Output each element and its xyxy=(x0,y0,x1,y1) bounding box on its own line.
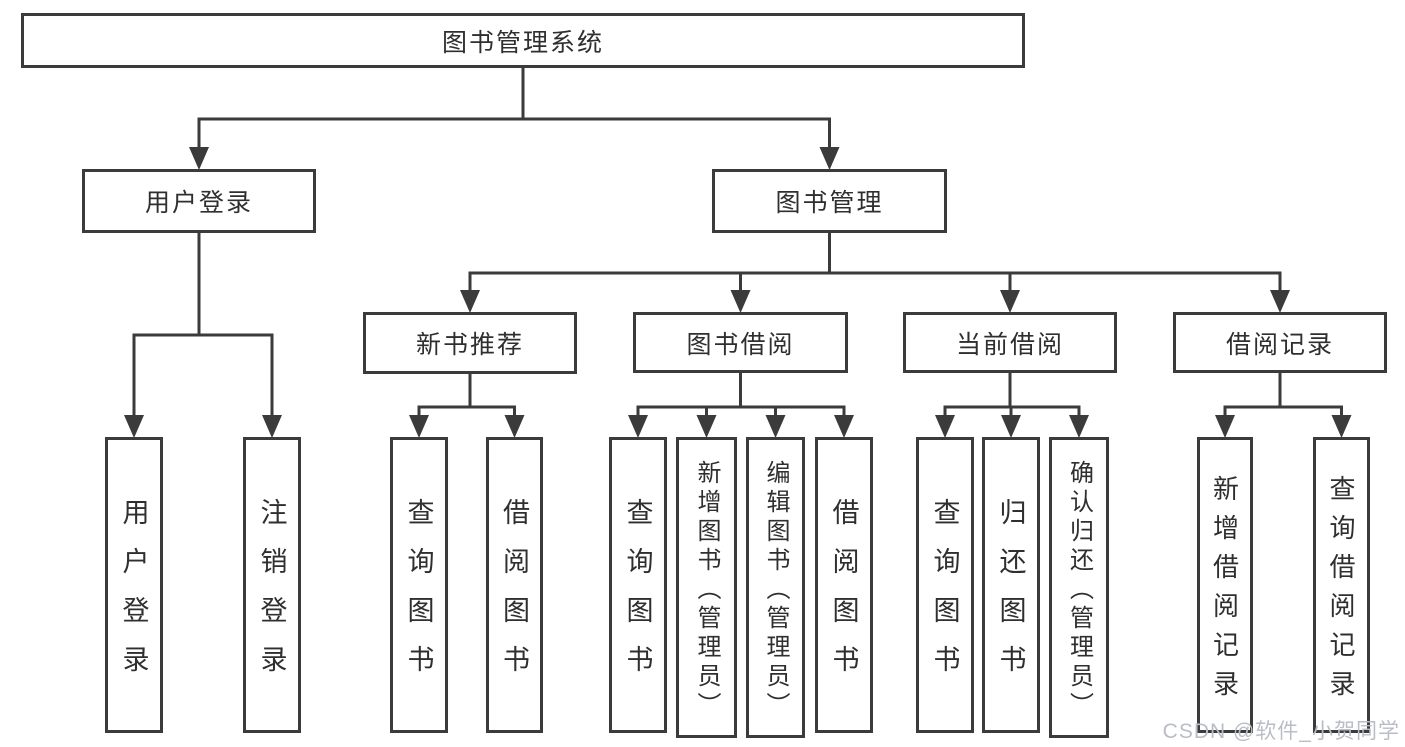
node-new-book: 新书推荐 xyxy=(363,312,577,374)
node-label: 确认归还（管理员） xyxy=(1065,459,1093,721)
arrowhead xyxy=(1000,290,1020,313)
node-label: 查询借阅记录 xyxy=(1326,474,1356,709)
node-br-add: 新增借阅记录 xyxy=(1197,437,1253,733)
node-cb-query: 查询图书 xyxy=(916,437,974,733)
node-label: 编辑图书（管理员） xyxy=(762,459,789,721)
arrowhead xyxy=(935,415,955,438)
arrowhead xyxy=(189,147,209,170)
arrowhead xyxy=(765,415,786,438)
arrowhead xyxy=(124,415,144,438)
node-book-borrow: 图书借阅 xyxy=(633,312,848,373)
node-root: 图书管理系统 xyxy=(21,13,1025,68)
arrowhead xyxy=(628,415,648,438)
node-leaf-logout: 注销登录 xyxy=(243,437,301,733)
arrowhead xyxy=(460,290,480,313)
arrowhead xyxy=(730,290,751,313)
arrowhead xyxy=(1001,415,1021,438)
arrowhead xyxy=(819,147,840,170)
node-label: 图书管理 xyxy=(775,189,884,217)
node-bb-add: 新增图书（管理员） xyxy=(676,437,737,738)
node-label: 新增图书（管理员） xyxy=(693,459,720,721)
node-nb-borrow: 借阅图书 xyxy=(486,437,543,733)
node-bb-edit: 编辑图书（管理员） xyxy=(746,437,805,738)
arrowhead xyxy=(834,415,854,438)
node-bb-borrow: 借阅图书 xyxy=(815,437,873,733)
node-label: 当前借阅 xyxy=(955,330,1064,359)
node-cb-return: 归还图书 xyxy=(982,437,1040,733)
node-borrow-record: 借阅记录 xyxy=(1173,312,1387,373)
node-leaf-user-login: 用户登录 xyxy=(105,437,163,733)
node-label: 借阅记录 xyxy=(1225,330,1334,359)
watermark: CSDN @软件_小贺同学 xyxy=(1162,720,1400,743)
node-label: 用户登录 xyxy=(144,189,253,217)
node-label: 图书管理系统 xyxy=(441,28,604,57)
arrowhead xyxy=(1270,290,1290,313)
node-nb-query: 查询图书 xyxy=(390,437,448,733)
node-label: 归还图书 xyxy=(995,498,1026,694)
node-br-query: 查询借阅记录 xyxy=(1313,437,1370,733)
arrowhead xyxy=(696,415,717,438)
node-book-mgmt: 图书管理 xyxy=(712,169,947,233)
node-label: 借阅图书 xyxy=(499,498,529,694)
arrowhead xyxy=(409,415,429,438)
arrowhead xyxy=(262,415,282,438)
node-current-borrow: 当前借阅 xyxy=(903,312,1117,373)
node-label: 图书借阅 xyxy=(686,330,795,359)
node-cb-confirm: 确认归还（管理员） xyxy=(1049,437,1109,738)
arrowhead xyxy=(1215,415,1235,438)
arrowhead xyxy=(504,415,525,438)
arrowhead xyxy=(1069,415,1089,438)
node-label: 新书推荐 xyxy=(415,331,524,359)
node-user-login: 用户登录 xyxy=(82,169,316,233)
node-label: 用户登录 xyxy=(118,498,149,694)
node-label: 查询图书 xyxy=(929,498,960,694)
node-label: 新增借阅记录 xyxy=(1209,474,1240,709)
node-label: 查询图书 xyxy=(403,498,434,694)
arrowhead xyxy=(1331,415,1352,438)
node-label: 借阅图书 xyxy=(828,498,859,694)
node-bb-query: 查询图书 xyxy=(609,437,667,733)
node-label: 查询图书 xyxy=(622,498,653,694)
node-label: 注销登录 xyxy=(256,498,287,694)
